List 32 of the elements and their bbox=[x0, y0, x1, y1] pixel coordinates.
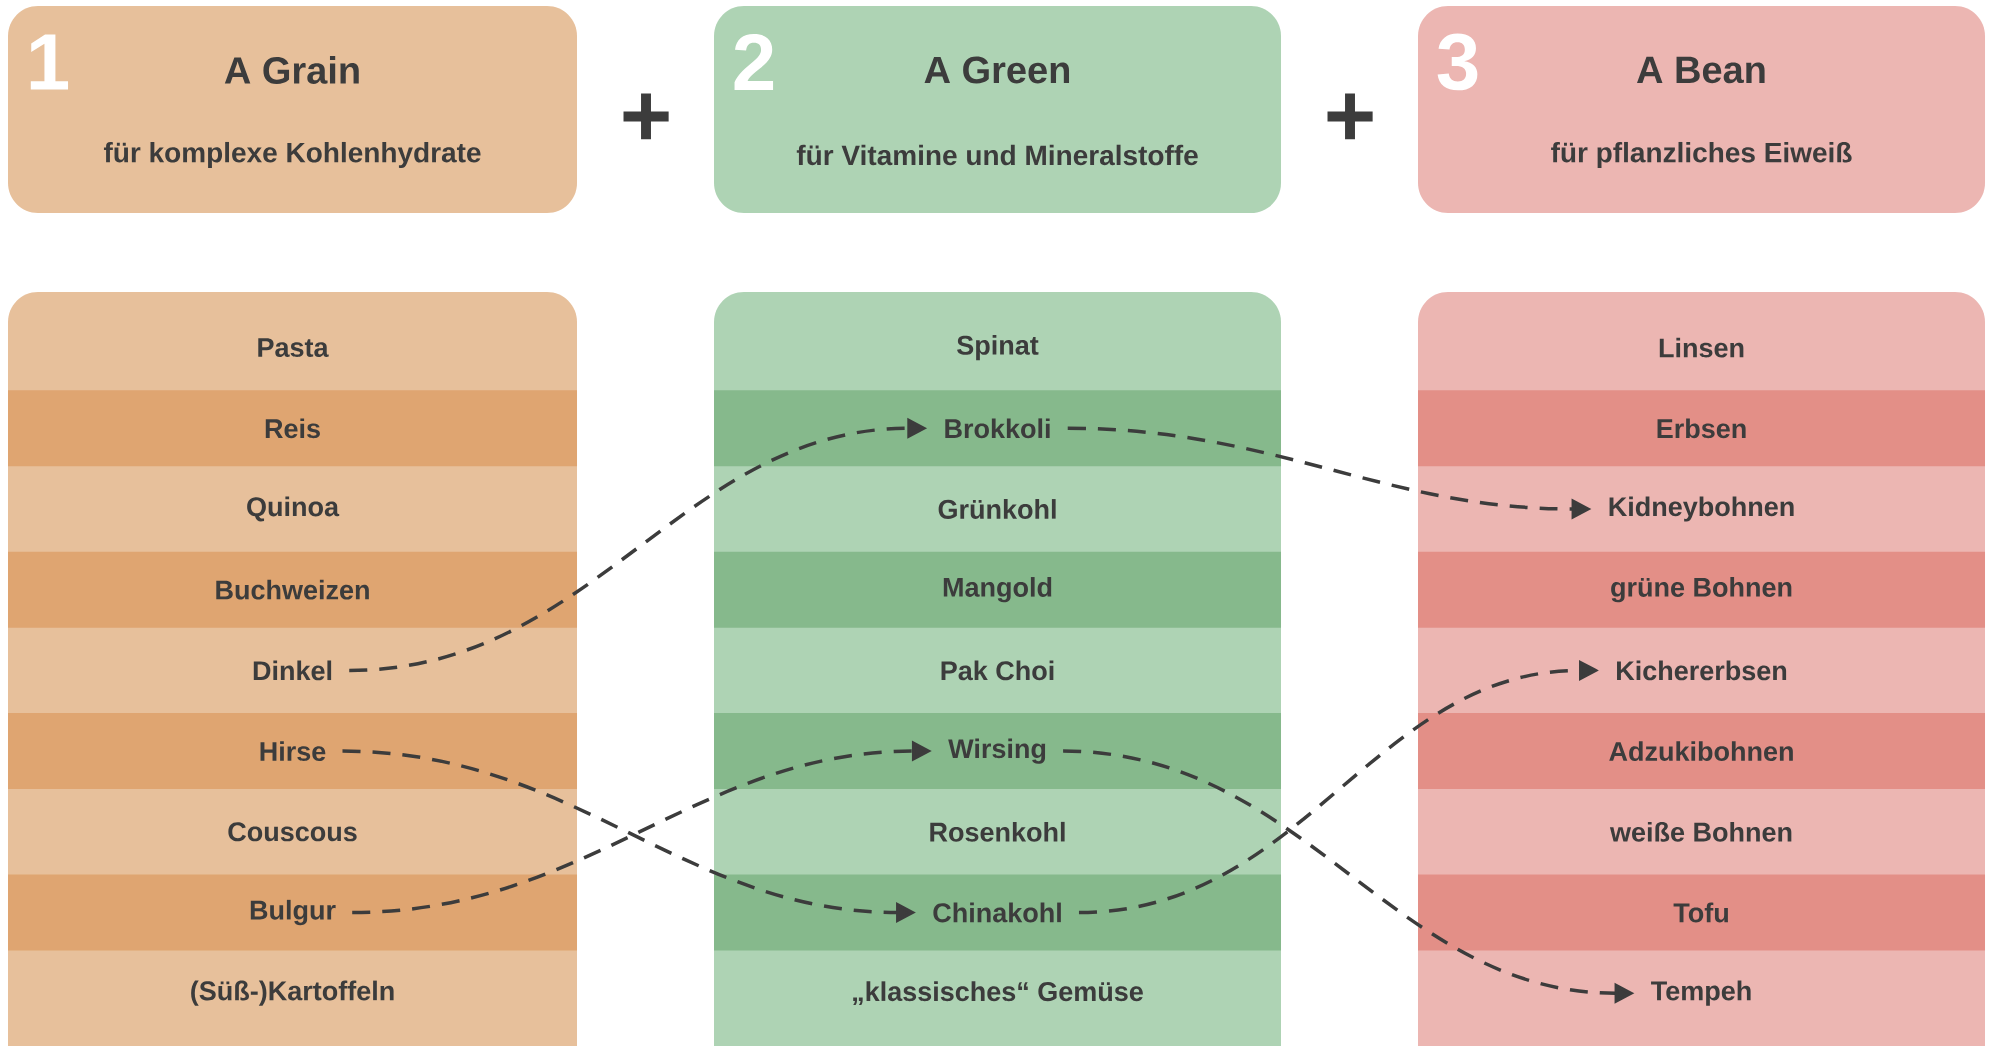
list-item: Buchweizen bbox=[216, 579, 369, 600]
list-item: Grünkohl bbox=[938, 499, 1056, 519]
list-item: Kichererbsen bbox=[1617, 660, 1787, 681]
list-item: Wirsing bbox=[948, 738, 1046, 764]
list-item: Erbsen bbox=[1657, 418, 1746, 439]
header-box: 2 A Green für Vitamine und Mineralstoffe bbox=[714, 6, 1281, 213]
list-item: Mangold bbox=[943, 577, 1052, 603]
list-item: grüne Bohnen bbox=[1611, 577, 1792, 603]
list-item: Tempeh bbox=[1651, 980, 1751, 1006]
list-item: Pak Choi bbox=[941, 660, 1054, 681]
list-item: Couscous bbox=[228, 822, 357, 842]
list-item: Brokkoli bbox=[945, 418, 1050, 439]
list-item: Reis bbox=[265, 418, 320, 439]
list-item: Hirse bbox=[260, 741, 326, 761]
list-item: „klassisches“ Gemüse bbox=[853, 981, 1143, 1006]
list-item: Dinkel bbox=[253, 660, 332, 681]
plus-sign: + bbox=[1327, 93, 1373, 140]
list-item: Bulgur bbox=[250, 899, 336, 926]
list-item: Tofu bbox=[1673, 902, 1728, 923]
list-item: (Süß-)Kartoffeln bbox=[191, 980, 394, 1006]
list-item: Quinoa bbox=[247, 496, 340, 522]
header-box: 3 A Bean für pflanzliches Eiweiß bbox=[1418, 6, 1985, 213]
list-item: Rosenkohl bbox=[930, 821, 1065, 842]
list-item: Kidneybohnen bbox=[1609, 496, 1794, 522]
list-item: Chinakohl bbox=[933, 902, 1061, 923]
list-item: weiße Bohnen bbox=[1609, 821, 1792, 842]
list-item: Adzukibohnen bbox=[1609, 741, 1793, 761]
list-item: Spinat bbox=[957, 335, 1039, 361]
header-box: 1 A Grain für komplexe Kohlenhydrate bbox=[8, 6, 577, 213]
plus-sign: + bbox=[623, 93, 669, 140]
list-item: Linsen bbox=[1659, 337, 1744, 358]
list-item: Pasta bbox=[258, 338, 329, 357]
